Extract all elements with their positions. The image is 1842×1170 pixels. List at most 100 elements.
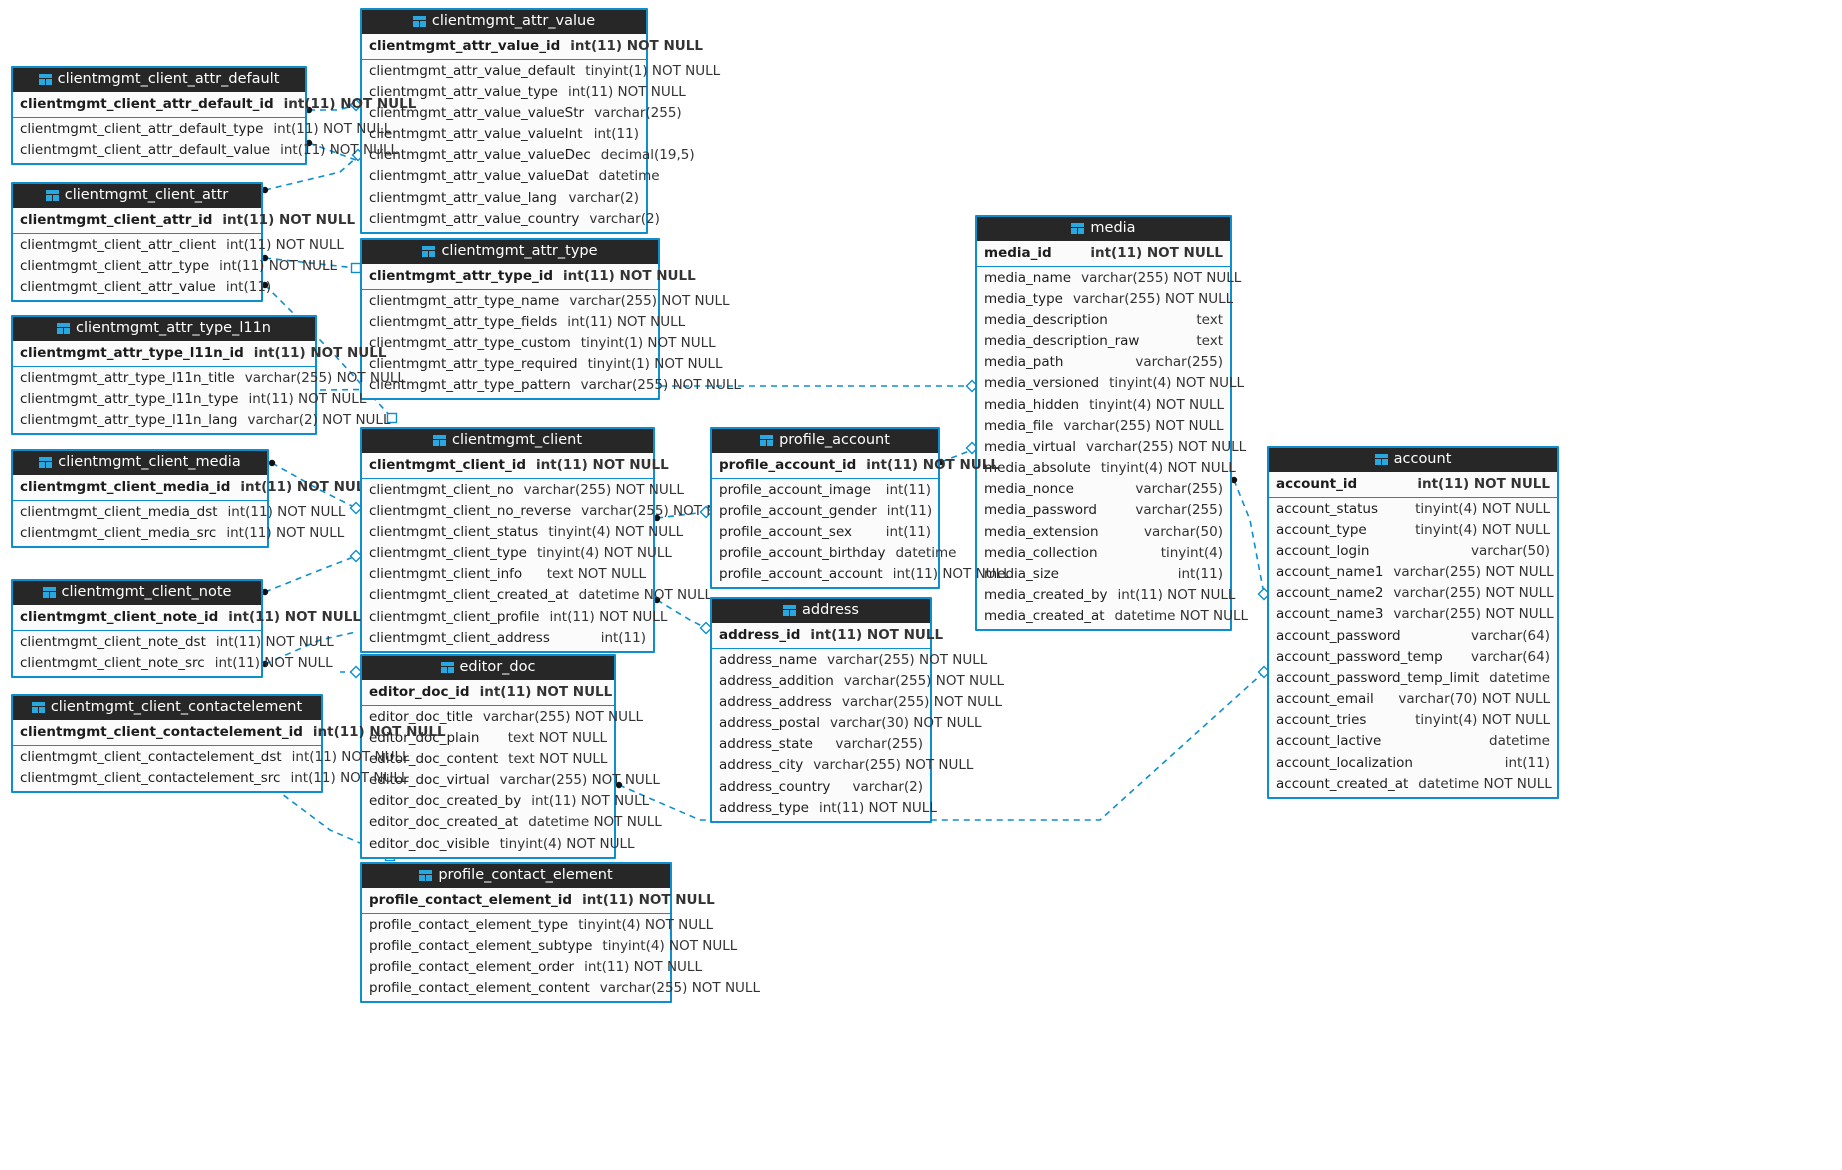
column-type: varchar(255) [1135,481,1223,498]
column-name: editor_doc_plain [369,729,480,746]
entity-header[interactable]: profile_account [712,429,938,453]
entity-header[interactable]: clientmgmt_client_media [13,451,267,475]
column-type: datetime NOT NULL [1114,608,1249,625]
primary-key-name: clientmgmt_client_media_id [20,478,231,495]
column-type: varchar(2) [589,210,660,227]
column-type: varchar(255) NOT NULL [569,292,730,309]
table-icon [440,661,454,673]
column-type: int(11) NOT NULL [226,236,344,253]
entity-header[interactable]: clientmgmt_client_contactelement [13,696,321,720]
column-type: varchar(255) NOT NULL [580,377,741,394]
primary-key-name: clientmgmt_attr_value_id [369,37,561,54]
column-type: int(11) NOT NULL [1117,587,1236,603]
column-name: address_address [719,693,832,710]
entity-table-profile_contact_element[interactable]: profile_contact_element profile_contact_e… [360,862,760,1004]
entity-header[interactable]: clientmgmt_client [362,429,653,453]
entity-header[interactable]: clientmgmt_attr_type_l11n [13,317,315,341]
column-type: int(11) NOT NULL [214,654,333,671]
column-type: int(11) [886,502,933,519]
table-icon [1071,222,1085,234]
column-name: account_password_temp_limit [1276,669,1480,686]
entity-header[interactable]: clientmgmt_client_attr [13,184,261,208]
primary-key-type: int(11) NOT NULL [866,456,999,473]
entity-title: clientmgmt_attr_type_l11n [76,320,271,336]
entity-table-clientmgmt_client_contactelement[interactable]: clientmgmt_client_contactelement clientmg… [11,694,446,793]
entity-header[interactable]: media [977,217,1230,241]
column-name: clientmgmt_client_contactelement_src [20,769,281,786]
table-icon [432,434,446,446]
column-name: clientmgmt_client_address [369,629,550,646]
column-name: clientmgmt_client_contactelement_dst [20,748,282,765]
column-name: profile_account_gender [719,502,877,519]
entity-header[interactable]: account [1269,448,1557,472]
column-name: address_country [719,778,831,795]
column-name: address_addition [719,672,834,689]
column-name: clientmgmt_client_info [369,566,523,583]
column-type: datetime [598,168,660,185]
column-name: profile_contact_element_content [369,980,590,997]
table-icon [783,604,797,616]
column-name: clientmgmt_attr_type_custom [369,334,571,351]
entity-header[interactable]: clientmgmt_attr_value [362,10,646,34]
entity-table-clientmgmt_attr_value[interactable]: clientmgmt_attr_value clientmgmt_attr_val… [360,8,720,234]
table-icon [57,322,70,334]
entity-table-clientmgmt_client_media[interactable]: clientmgmt_client_media clientmgmt_client… [11,449,373,548]
primary-key-name: media_id [984,244,1052,261]
column-type: int(11) NOT NULL [273,120,392,137]
column-type: text [1196,311,1223,328]
entity-header[interactable]: address [712,599,930,623]
column-type: varchar(255) NOT NULL [813,757,974,774]
entity-header[interactable]: clientmgmt_client_note [13,581,261,605]
column-name: account_password [1276,627,1401,644]
entity-table-clientmgmt_client_attr[interactable]: clientmgmt_client_attr clientmgmt_client_… [11,182,355,303]
entity-header[interactable]: clientmgmt_client_attr_default [13,68,305,92]
column-type: datetime [1489,733,1550,750]
entity-header[interactable]: profile_contact_element [362,864,670,888]
column-type: tinyint(4) NOT NULL [1415,712,1550,729]
entity-header[interactable]: editor_doc [362,656,614,680]
entity-table-clientmgmt_attr_type_l11n[interactable]: clientmgmt_attr_type_l11n clientmgmt_attr… [11,315,405,436]
column-type: int(11) NOT NULL [290,769,409,786]
column-name: account_status [1276,500,1379,517]
column-type: tinyint(4) NOT NULL [578,916,714,933]
entity-header[interactable]: clientmgmt_attr_type [362,240,658,264]
primary-key-type: int(11) NOT NULL [283,95,417,112]
column-type: varchar(255) NOT NULL [1072,290,1234,307]
column-row: clientmgmt_client_contactelement_src int(… [13,768,408,789]
entity-title: clientmgmt_attr_value [431,13,596,29]
column-name: profile_account_image [719,481,871,498]
column-type: varchar(255) [1135,502,1223,519]
column-type: varchar(255) [594,104,682,121]
column-name: clientmgmt_attr_value_country [369,210,580,227]
column-type: int(11) NOT NULL [567,83,686,100]
